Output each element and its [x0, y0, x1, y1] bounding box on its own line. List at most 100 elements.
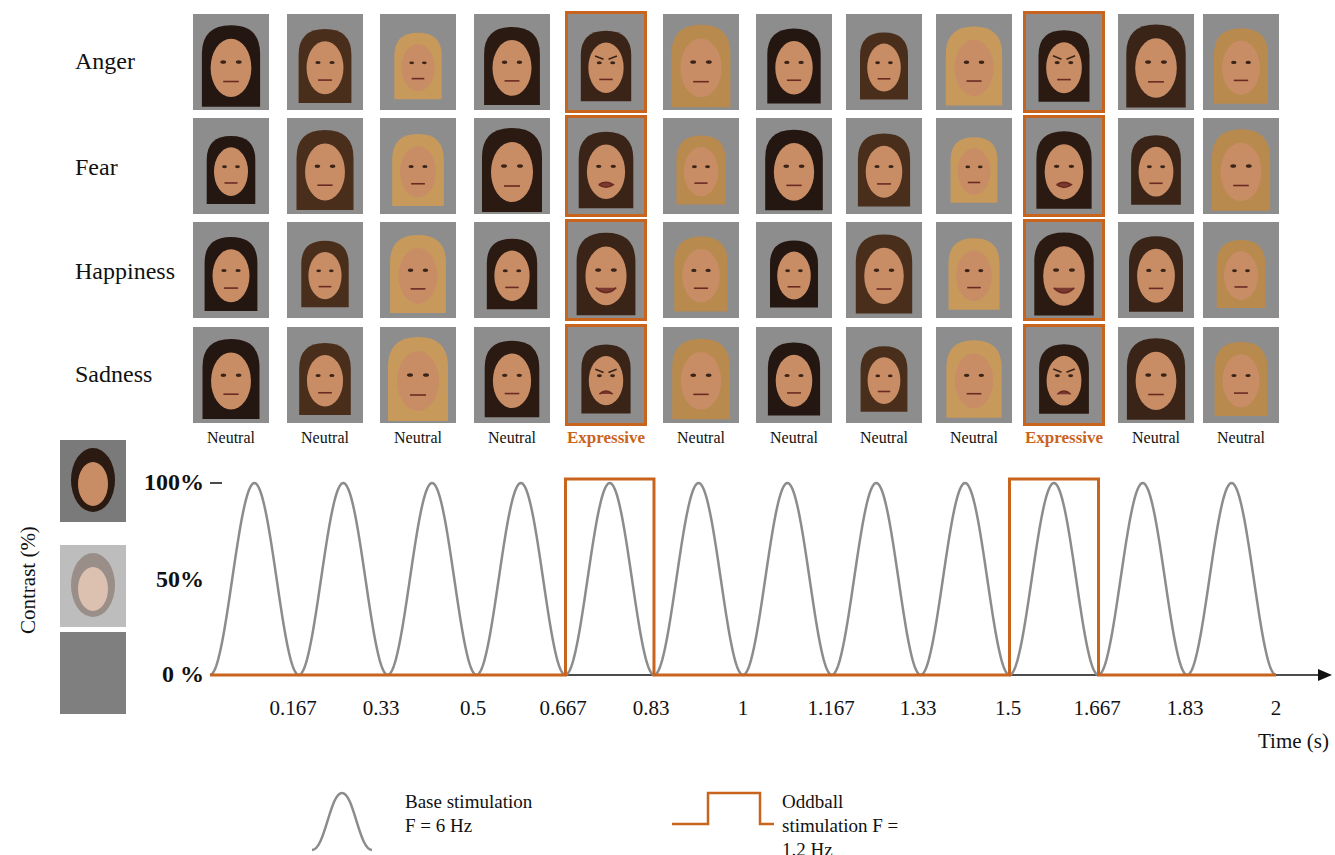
face-photo [846, 14, 922, 110]
face-photo [474, 14, 550, 110]
eye [691, 269, 696, 272]
face-photo [287, 118, 363, 214]
eye [1053, 268, 1059, 272]
contrast-level: 0 % [162, 661, 204, 689]
mouth [1149, 288, 1163, 290]
hair [207, 136, 256, 204]
hair [1034, 232, 1093, 315]
eye [1068, 61, 1073, 64]
face-skin [305, 143, 345, 200]
face-photo [287, 327, 363, 423]
face-photo [846, 222, 922, 318]
face [846, 327, 922, 423]
eye [423, 269, 429, 272]
oddball-frame [1025, 326, 1104, 425]
face-skin [398, 248, 437, 304]
contrast-icons [60, 440, 126, 714]
face-skin [774, 143, 814, 201]
eye [502, 374, 507, 377]
mouth [1057, 182, 1072, 187]
hair [299, 29, 352, 103]
hair [1036, 131, 1091, 208]
eye [1146, 269, 1151, 272]
mouth [693, 394, 708, 396]
face-photo [1203, 222, 1279, 318]
square-sample [672, 793, 774, 824]
face-skin [1136, 352, 1177, 410]
eye [408, 269, 414, 272]
eye [874, 269, 880, 272]
face-skin [777, 252, 811, 300]
eye [1161, 60, 1167, 64]
eye [1246, 164, 1252, 167]
eye [423, 373, 429, 377]
face [380, 327, 456, 423]
face-skin [213, 249, 250, 302]
eye [978, 269, 983, 272]
face [663, 327, 739, 423]
hair [484, 27, 540, 105]
tick-label: 0.167 [269, 696, 316, 720]
axis-title: Contrast (%) [16, 526, 40, 634]
face-skin [868, 357, 901, 404]
oddball-frame [567, 117, 646, 216]
face [474, 14, 550, 110]
eye [783, 164, 789, 167]
face-photo [1118, 14, 1194, 110]
face-skin [400, 146, 436, 198]
mouth [318, 79, 332, 81]
zero-contrast-icon [60, 632, 126, 714]
eye [692, 165, 697, 168]
face [193, 222, 269, 318]
eye [315, 164, 321, 167]
mouth [787, 79, 801, 81]
hair [672, 25, 731, 107]
face-skin [1045, 144, 1084, 199]
face-photo [380, 118, 456, 214]
face [1203, 14, 1279, 110]
tick-label: 1.83 [1167, 696, 1204, 720]
eye [236, 60, 242, 63]
face [380, 222, 456, 318]
face-photo [1118, 327, 1194, 423]
neutral-label: Neutral [488, 429, 536, 447]
mouth [788, 286, 801, 288]
face-skin [681, 352, 721, 410]
eye [220, 60, 226, 63]
face-photo [756, 118, 832, 214]
mouth [505, 393, 520, 395]
face-skin [587, 145, 625, 200]
hair [390, 235, 446, 313]
face-photo [846, 118, 922, 214]
eye [1055, 61, 1060, 64]
hair [202, 25, 260, 106]
face [287, 222, 363, 318]
face [663, 14, 739, 110]
face-photo [474, 118, 550, 214]
eye [235, 165, 240, 168]
eye [978, 165, 983, 168]
face-skin [78, 462, 108, 506]
hair [861, 346, 908, 412]
oddball-frame [567, 221, 646, 320]
face-photo [1118, 118, 1194, 214]
mouth [504, 185, 520, 187]
eye [236, 373, 242, 376]
face-photo [1118, 222, 1194, 318]
eye [501, 164, 507, 168]
eye [875, 61, 880, 64]
face [1118, 222, 1194, 318]
hair [860, 32, 908, 99]
hair [856, 235, 912, 314]
mouth [967, 393, 982, 395]
face-photo [380, 14, 456, 110]
face [1025, 221, 1104, 320]
tick-label: 0.5 [460, 696, 486, 720]
eye [517, 164, 523, 168]
neutral-label: Neutral [1132, 429, 1180, 447]
eye [221, 373, 227, 376]
tick-label: 1.167 [807, 696, 854, 720]
mouth [410, 394, 426, 396]
